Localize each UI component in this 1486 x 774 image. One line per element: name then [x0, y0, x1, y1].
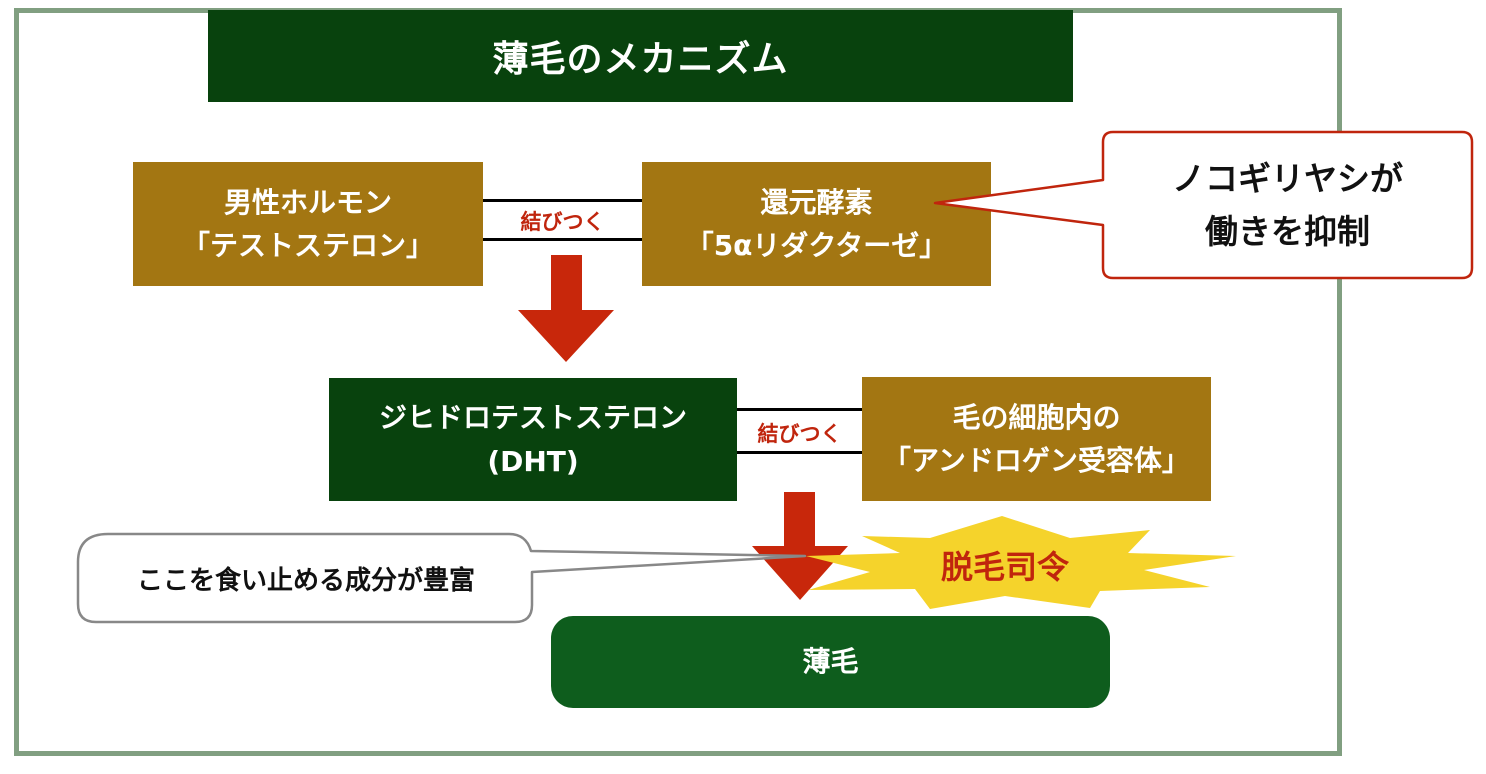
connector-middle-upper — [737, 408, 862, 411]
callout-saw-palmetto: ノコギリヤシが 働きを抑制 — [1103, 136, 1472, 276]
node-result-label: 薄毛 — [802, 645, 859, 679]
node-dht-line2: (DHT) — [487, 444, 579, 478]
node-dht-line1: ジヒドロテストステロン — [378, 401, 687, 435]
connector-top-lower — [483, 238, 642, 241]
link-label-middle: 結びつく — [757, 422, 842, 446]
diagram-title-text: 薄毛のメカニズム — [492, 39, 789, 80]
node-result: 薄毛 — [551, 616, 1110, 708]
node-receptor-line1: 毛の細胞内の — [952, 400, 1121, 434]
diagram-title: 薄毛のメカニズム — [208, 10, 1073, 102]
callout-saw-palmetto-line2: 働きを抑制 — [1205, 212, 1370, 251]
node-enzyme-line1: 還元酵素 — [760, 185, 873, 219]
node-receptor-line2: 「アンドロゲン受容体」 — [883, 444, 1190, 477]
connector-middle-lower — [737, 451, 862, 454]
link-label-top: 結びつく — [520, 210, 605, 234]
burst-label: 脱毛司令 — [900, 540, 1110, 590]
node-dht: ジヒドロテストステロン (DHT) — [329, 378, 737, 501]
node-testosterone-line1: 男性ホルモン — [223, 185, 392, 219]
node-enzyme: 還元酵素 「5αリダクターゼ」 — [642, 162, 991, 286]
burst-label-text: 脱毛司令 — [940, 548, 1069, 586]
connector-top-upper — [483, 199, 642, 202]
callout-ingredient-text: ここを食い止める成分が豊富 — [136, 565, 475, 596]
node-receptor: 毛の細胞内の 「アンドロゲン受容体」 — [862, 377, 1211, 501]
callout-saw-palmetto-line1: ノコギリヤシが — [1172, 159, 1403, 199]
callout-ingredient: ここを食い止める成分が豊富 — [80, 536, 532, 620]
node-enzyme-line2: 「5αリダクターゼ」 — [685, 229, 948, 262]
node-testosterone-line2: 「テストステロン」 — [181, 229, 434, 262]
node-testosterone: 男性ホルモン 「テストステロン」 — [133, 162, 483, 286]
